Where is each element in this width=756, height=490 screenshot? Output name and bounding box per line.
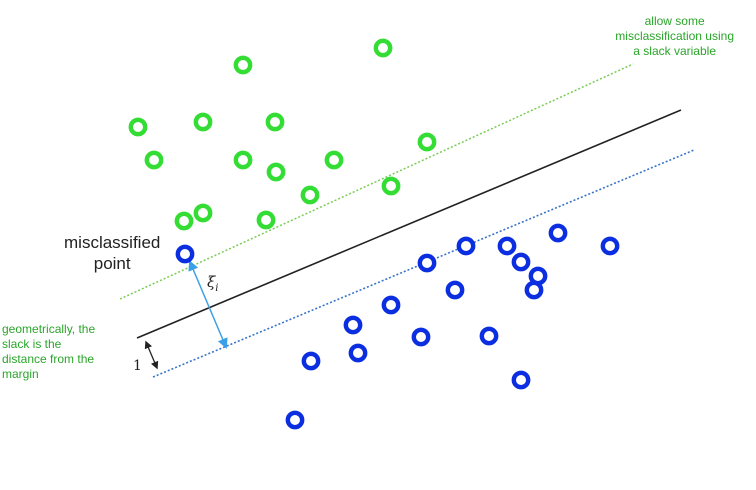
green-data-point: [128, 117, 148, 137]
margin-width-label: 1: [133, 358, 142, 374]
green-data-point: [256, 210, 276, 230]
green-margin-line: [119, 63, 634, 300]
slack-distance-arrow: [188, 260, 228, 349]
green-data-point: [417, 132, 437, 152]
blue-data-point: [381, 295, 401, 315]
blue-data-point: [301, 351, 321, 371]
label-line: misclassified: [64, 233, 161, 252]
blue-data-point: [445, 280, 465, 300]
note-line: allow some: [644, 14, 705, 28]
note-line: misclassification using: [615, 29, 734, 43]
green-data-point: [300, 185, 320, 205]
margin-width-arrow: [144, 340, 159, 370]
label-line: point: [93, 254, 131, 273]
xi-subscript: i: [215, 283, 219, 294]
geometric-note: geometrically, the slack is the distance…: [2, 322, 95, 382]
blue-class-points: [175, 223, 620, 430]
blue-data-point: [348, 343, 368, 363]
blue-data-point: [511, 370, 531, 390]
slack-variable-note: allow some misclassification using a sla…: [615, 14, 734, 59]
blue-data-point: [343, 315, 363, 335]
blue-data-point: [524, 280, 544, 300]
slack-variable-label: ξi: [207, 273, 218, 294]
green-data-point: [193, 112, 213, 132]
green-data-point: [174, 211, 194, 231]
blue-data-point: [417, 253, 437, 273]
green-data-point: [233, 55, 253, 75]
blue-data-point: [479, 326, 499, 346]
blue-data-point: [511, 252, 531, 272]
blue-data-point: [497, 236, 517, 256]
blue-data-point: [548, 223, 568, 243]
note-line: geometrically, the: [2, 322, 96, 336]
green-data-point: [324, 150, 344, 170]
blue-data-point: [411, 327, 431, 347]
misclassified-point-label: misclassified point: [64, 232, 160, 274]
xi-symbol: ξ: [207, 273, 216, 291]
note-line: a slack variable: [633, 44, 716, 58]
green-data-point: [373, 38, 393, 58]
green-data-point: [193, 203, 213, 223]
green-data-point: [144, 150, 164, 170]
blue-data-point: [456, 236, 476, 256]
green-data-point: [233, 150, 253, 170]
blue-data-point: [600, 236, 620, 256]
note-line: distance from the: [2, 352, 95, 366]
green-data-point: [381, 176, 401, 196]
green-class-points: [128, 38, 437, 231]
decision-boundary-line: [136, 109, 682, 339]
note-line: margin: [2, 367, 39, 381]
note-line: slack is the: [2, 337, 62, 351]
green-data-point: [265, 112, 285, 132]
blue-data-point: [285, 410, 305, 430]
green-data-point: [266, 162, 286, 182]
blue-data-point: [175, 244, 195, 264]
